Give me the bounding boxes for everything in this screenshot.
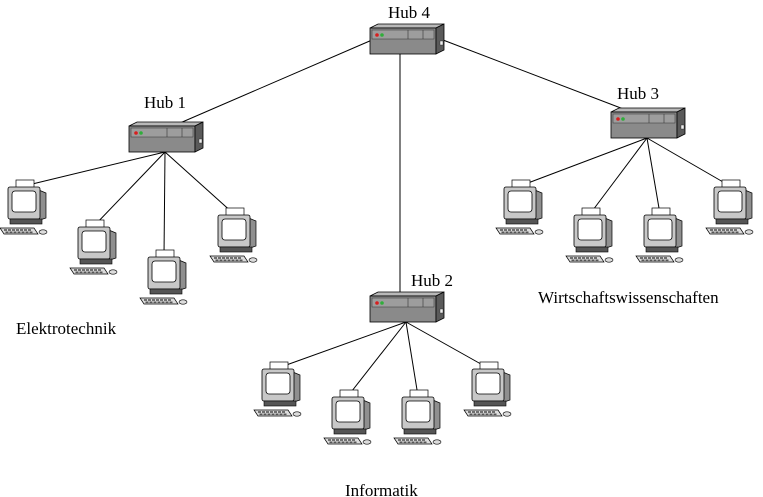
keyboard-icon bbox=[253, 409, 293, 417]
hub3-device bbox=[610, 107, 686, 139]
hub2-label: Hub 2 bbox=[411, 271, 453, 290]
mouse-icon bbox=[604, 257, 614, 263]
link-hub2-computer-3 bbox=[405, 321, 419, 397]
keyboard-icon bbox=[565, 255, 605, 263]
keyboard-icon bbox=[0, 227, 39, 235]
keyboard-icon bbox=[323, 437, 363, 445]
hubs-layer bbox=[128, 23, 686, 323]
keyboard-icon bbox=[635, 255, 675, 263]
computer-informatik-3 bbox=[393, 389, 442, 445]
mouse-icon bbox=[432, 439, 442, 445]
mouse-icon bbox=[292, 411, 302, 417]
mouse-icon bbox=[534, 229, 544, 235]
keyboard-icon bbox=[705, 227, 745, 235]
link-hub2-computer-1 bbox=[277, 321, 407, 369]
keyboard-icon bbox=[209, 255, 249, 263]
computer-elektrotechnik-2 bbox=[69, 219, 118, 275]
mouse-icon bbox=[502, 411, 512, 417]
mouse-icon bbox=[38, 229, 48, 235]
computer-wirtschaft-1 bbox=[495, 179, 544, 235]
department-label-informatik: Informatik bbox=[345, 481, 418, 497]
link-hub4-hub1 bbox=[179, 39, 373, 124]
led-green-icon bbox=[139, 131, 143, 135]
keyboard-icon bbox=[393, 437, 433, 445]
link-hub1-computer-4 bbox=[164, 151, 235, 215]
hub3-label: Hub 3 bbox=[617, 84, 659, 103]
computer-wirtschaft-2 bbox=[565, 207, 614, 263]
computer-elektrotechnik-1 bbox=[0, 179, 48, 235]
link-hub3-computer-2 bbox=[589, 137, 648, 215]
link-hub4-hub3 bbox=[442, 39, 627, 111]
led-red-icon bbox=[134, 131, 138, 135]
computer-wirtschaft-3 bbox=[635, 207, 684, 263]
link-hub1-computer-2 bbox=[93, 151, 166, 227]
mouse-icon bbox=[108, 269, 118, 275]
keyboard-icon bbox=[463, 409, 503, 417]
computers-layer bbox=[0, 179, 754, 445]
mouse-icon bbox=[362, 439, 372, 445]
mouse-icon bbox=[744, 229, 754, 235]
hub1-label: Hub 1 bbox=[144, 93, 186, 112]
computer-informatik-4 bbox=[463, 361, 512, 417]
computer-wirtschaft-4 bbox=[705, 179, 754, 235]
computer-elektrotechnik-3 bbox=[139, 249, 188, 305]
link-hub2-computer-4 bbox=[405, 321, 489, 369]
link-hub3-computer-1 bbox=[519, 137, 648, 187]
mouse-icon bbox=[674, 257, 684, 263]
link-hub3-computer-4 bbox=[646, 137, 731, 187]
led-green-icon bbox=[621, 117, 625, 121]
hub2-device bbox=[369, 291, 445, 323]
computer-informatik-2 bbox=[323, 389, 372, 445]
mouse-icon bbox=[248, 257, 258, 263]
hub4-label: Hub 4 bbox=[388, 3, 431, 22]
led-green-icon bbox=[380, 301, 384, 305]
links-layer bbox=[23, 39, 731, 397]
led-green-icon bbox=[380, 33, 384, 37]
led-red-icon bbox=[616, 117, 620, 121]
hub4-device bbox=[369, 23, 445, 55]
department-label-elektrotechnik: Elektrotechnik bbox=[16, 319, 117, 338]
link-hub1-computer-1 bbox=[23, 151, 166, 187]
link-hub3-computer-3 bbox=[646, 137, 661, 215]
mouse-icon bbox=[178, 299, 188, 305]
computer-elektrotechnik-4 bbox=[209, 207, 258, 263]
keyboard-icon bbox=[69, 267, 109, 275]
computer-informatik-1 bbox=[253, 361, 302, 417]
led-red-icon bbox=[375, 301, 379, 305]
link-hub2-computer-2 bbox=[347, 321, 407, 397]
link-hub1-computer-3 bbox=[163, 151, 166, 257]
hub1-device bbox=[128, 121, 204, 153]
keyboard-icon bbox=[139, 297, 179, 305]
keyboard-icon bbox=[495, 227, 535, 235]
department-label-wirtschaftswissenschaften: Wirtschaftswissenschaften bbox=[538, 288, 719, 307]
led-red-icon bbox=[375, 33, 379, 37]
